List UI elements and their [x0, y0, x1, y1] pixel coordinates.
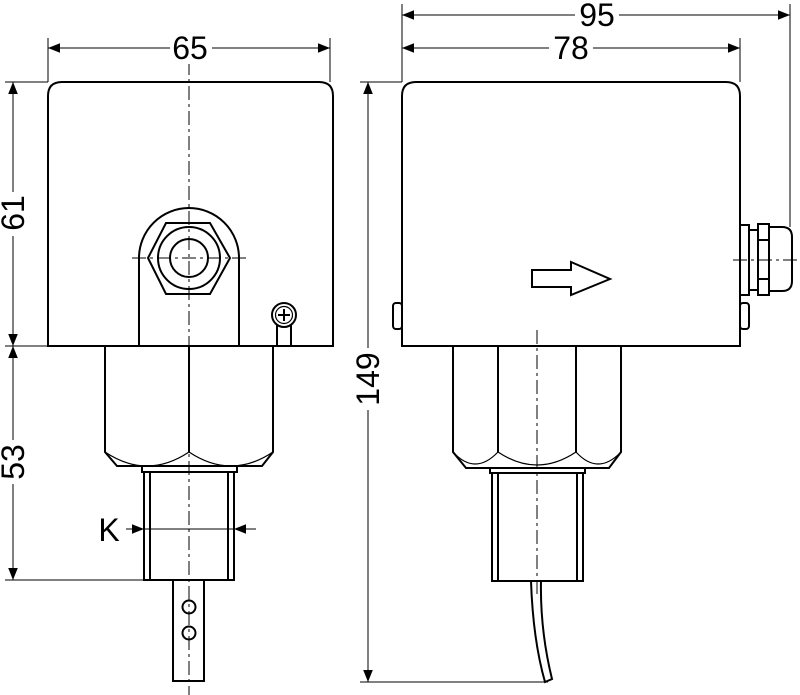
dim-depth-78: 78	[553, 30, 589, 66]
dim-height-61: 61	[0, 195, 31, 231]
dim-height-53: 53	[0, 444, 31, 480]
dim-depth-95: 95	[579, 0, 615, 33]
dim-width-65: 65	[172, 30, 208, 66]
dimensions: 65 95 78 61 53 149 K	[0, 0, 791, 683]
latch-left	[392, 302, 403, 330]
dim-height-149: 149	[350, 352, 386, 405]
housing-front	[47, 81, 334, 347]
side-view	[392, 81, 800, 684]
latch-right	[739, 302, 750, 330]
housing-side	[401, 81, 741, 347]
ground-screw-icon	[271, 302, 297, 346]
cable	[530, 580, 554, 684]
gland-hex-nut	[146, 222, 232, 295]
cable-boss	[138, 207, 240, 346]
flow-direction-arrow-icon	[531, 260, 613, 297]
dim-across-flats-k: K	[98, 512, 119, 548]
front-view	[47, 36, 334, 695]
